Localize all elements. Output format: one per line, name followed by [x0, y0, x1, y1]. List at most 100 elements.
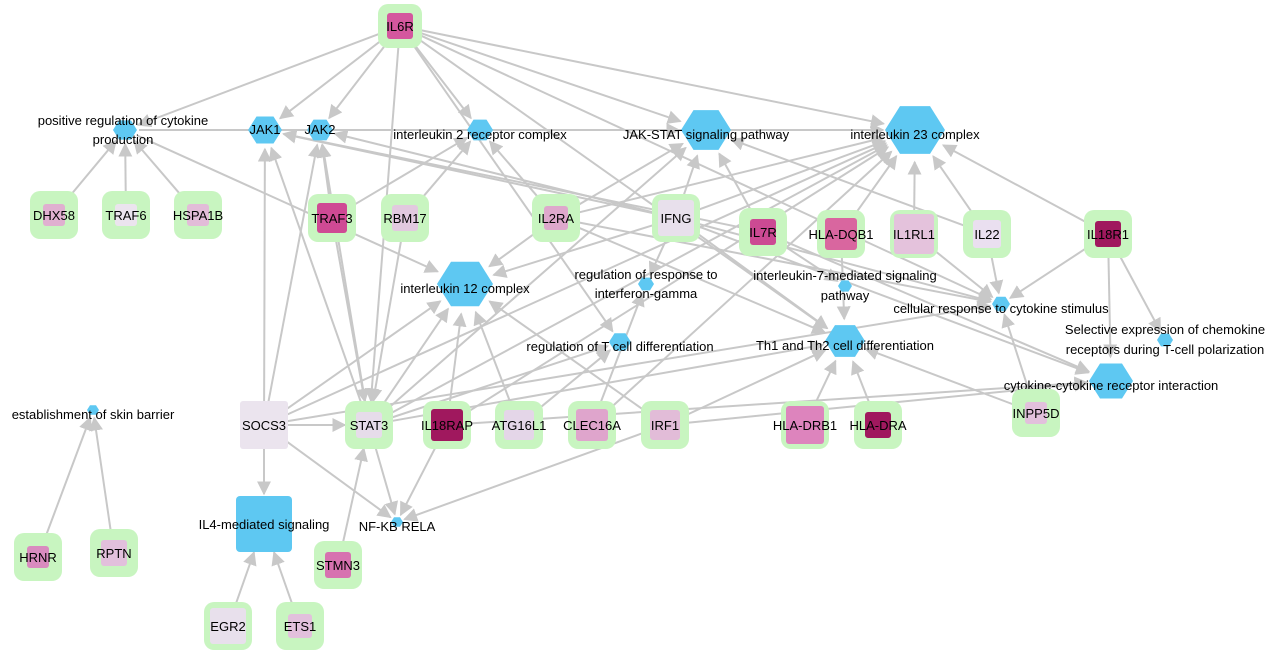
node-irf1[interactable]: IRF1 [641, 401, 689, 449]
edge-hspa1b-to-pos_reg [133, 139, 184, 198]
edge-traf6-to-pos_reg [118, 142, 133, 192]
gene-core [27, 546, 49, 568]
node-il7r[interactable]: IL7R [739, 208, 787, 256]
pathway-square [236, 496, 292, 552]
pathway-hexagon [609, 333, 631, 351]
node-nfkb[interactable]: NF-KB RELA [359, 517, 436, 534]
node-socs3[interactable]: SOCS3 [240, 401, 288, 449]
node-layer: IL6R JAK1 JAK2 positive regulation of cytok… [12, 4, 1265, 650]
gene-core [210, 608, 246, 644]
gene-core [187, 204, 209, 226]
node-dhx58[interactable]: DHX58 [30, 191, 78, 239]
edge-il2ra-to-cell_resp [579, 221, 992, 307]
node-th1-th2[interactable]: Th1 and Th2 cell differentiation [756, 325, 934, 357]
edge-inpp5d-to-th1_th2 [864, 346, 1014, 406]
pathway-hexagon [248, 116, 282, 144]
gene-core [576, 409, 608, 441]
node-il23[interactable]: interleukin 23 complex [850, 106, 980, 154]
edge-hla_drb1-to-th1_th2 [814, 359, 837, 404]
edge-atg16l1-to-reg_tcell [536, 349, 612, 411]
pathway-hexagon [638, 277, 654, 291]
node-hspa1b[interactable]: HSPA1B [173, 191, 223, 239]
node-il22[interactable]: IL22 [963, 210, 1011, 258]
pathway-hexagon [838, 280, 852, 292]
node-label: IL22 [974, 227, 999, 242]
node-label: HLA-DRA [849, 418, 906, 433]
node-il2ra[interactable]: IL2RA [532, 194, 580, 242]
node-label: ETS1 [284, 619, 317, 634]
node-label: interleukin 2 receptor complex [393, 127, 567, 142]
node-ets1[interactable]: ETS1 [276, 602, 324, 650]
node-stat3[interactable]: STAT3 [345, 401, 393, 449]
edge-stat3-to-nfkb [374, 447, 399, 516]
node-label: DHX58 [33, 208, 75, 223]
node-hla-dqb1[interactable]: HLA-DQB1 [808, 210, 874, 258]
node-label: IL2RA [538, 211, 574, 226]
node-il2-complex[interactable]: interleukin 2 receptor complex [393, 119, 567, 142]
gene-core [786, 406, 824, 444]
node-traf3[interactable]: TRAF3 [308, 194, 356, 242]
node-cell-resp[interactable]: cellular response to cytokine stimulus [893, 296, 1109, 316]
pathway-hexagon [113, 120, 137, 140]
node-il12[interactable]: interleukin 12 complex [400, 261, 530, 307]
gene-core [387, 13, 413, 39]
edge-il6r-to-jak_stat [420, 32, 682, 124]
node-cyto-rec[interactable]: cytokine-cytokine receptor interaction [1004, 363, 1219, 399]
gene-core [825, 218, 857, 250]
edge-il2ra-to-jak_stat [576, 142, 684, 207]
node-egr2[interactable]: EGR2 [204, 602, 252, 650]
node-label: INPP5D [1013, 406, 1060, 421]
node-atg16l1[interactable]: ATG16L1 [492, 401, 547, 449]
node-jak1[interactable]: JAK1 [248, 116, 282, 144]
node-jak-stat[interactable]: JAK-STAT signaling pathway [623, 110, 790, 150]
edge-socs3-to-cell_resp [287, 300, 992, 423]
edge-il6r-to-jak1 [278, 38, 384, 120]
node-inpp5d[interactable]: INPP5D [1012, 389, 1060, 437]
node-il4[interactable]: IL4-mediated signaling [199, 496, 330, 552]
gene-core [973, 220, 1001, 248]
node-stmn3[interactable]: STMN3 [314, 541, 362, 589]
edge-il7r-to-il7_path [782, 244, 839, 282]
node-traf6[interactable]: TRAF6 [102, 191, 150, 239]
node-rbm17[interactable]: RBM17 [381, 194, 429, 242]
node-il18rap[interactable]: IL18RAP [421, 401, 473, 449]
node-rptn[interactable]: RPTN [90, 529, 138, 577]
pathway-hexagon [681, 110, 731, 150]
node-ifng[interactable]: IFNG [652, 194, 700, 242]
gene-core [288, 614, 312, 638]
edge-il6r-to-il2_complex [412, 42, 472, 120]
gene-core [101, 540, 127, 566]
edge-atg16l1-to-il12 [473, 310, 512, 403]
node-label: IRF1 [651, 418, 679, 433]
node-label: cytokine-cytokine receptor interaction [1004, 378, 1219, 393]
node-label: HLA-DQB1 [808, 227, 873, 242]
gene-core [240, 401, 288, 449]
node-skin[interactable]: establishment of skin barrier [12, 405, 175, 422]
node-clec16a[interactable]: CLEC16A [563, 401, 621, 449]
pathway-hexagon [825, 325, 865, 357]
node-il1rl1[interactable]: IL1RL1 [890, 210, 938, 258]
edge-clec16a-to-il23 [609, 150, 893, 410]
edge-hla_dra-to-th1_th2 [851, 360, 871, 404]
node-label: TRAF3 [311, 211, 352, 226]
node-jak2[interactable]: JAK2 [304, 119, 336, 141]
gene-core [504, 410, 534, 440]
edge-il6r-to-jak2 [328, 42, 388, 120]
node-reg-tcell[interactable]: regulation of T cell differentiation [526, 333, 714, 354]
edge-hrnr-to-skin [45, 416, 93, 535]
node-il6r[interactable]: IL6R [378, 4, 422, 48]
node-hla-drb1[interactable]: HLA-DRB1 [773, 401, 837, 449]
edge-egr2-to-il4 [235, 550, 257, 604]
node-il18r1[interactable]: IL18R1 [1084, 210, 1132, 258]
node-label: RBM17 [383, 211, 426, 226]
node-hrnr[interactable]: HRNR [14, 533, 62, 581]
node-hla-dra[interactable]: HLA-DRA [849, 401, 907, 449]
pathway-hexagon [1157, 333, 1173, 347]
edge-il18rap-to-il12 [449, 312, 467, 402]
